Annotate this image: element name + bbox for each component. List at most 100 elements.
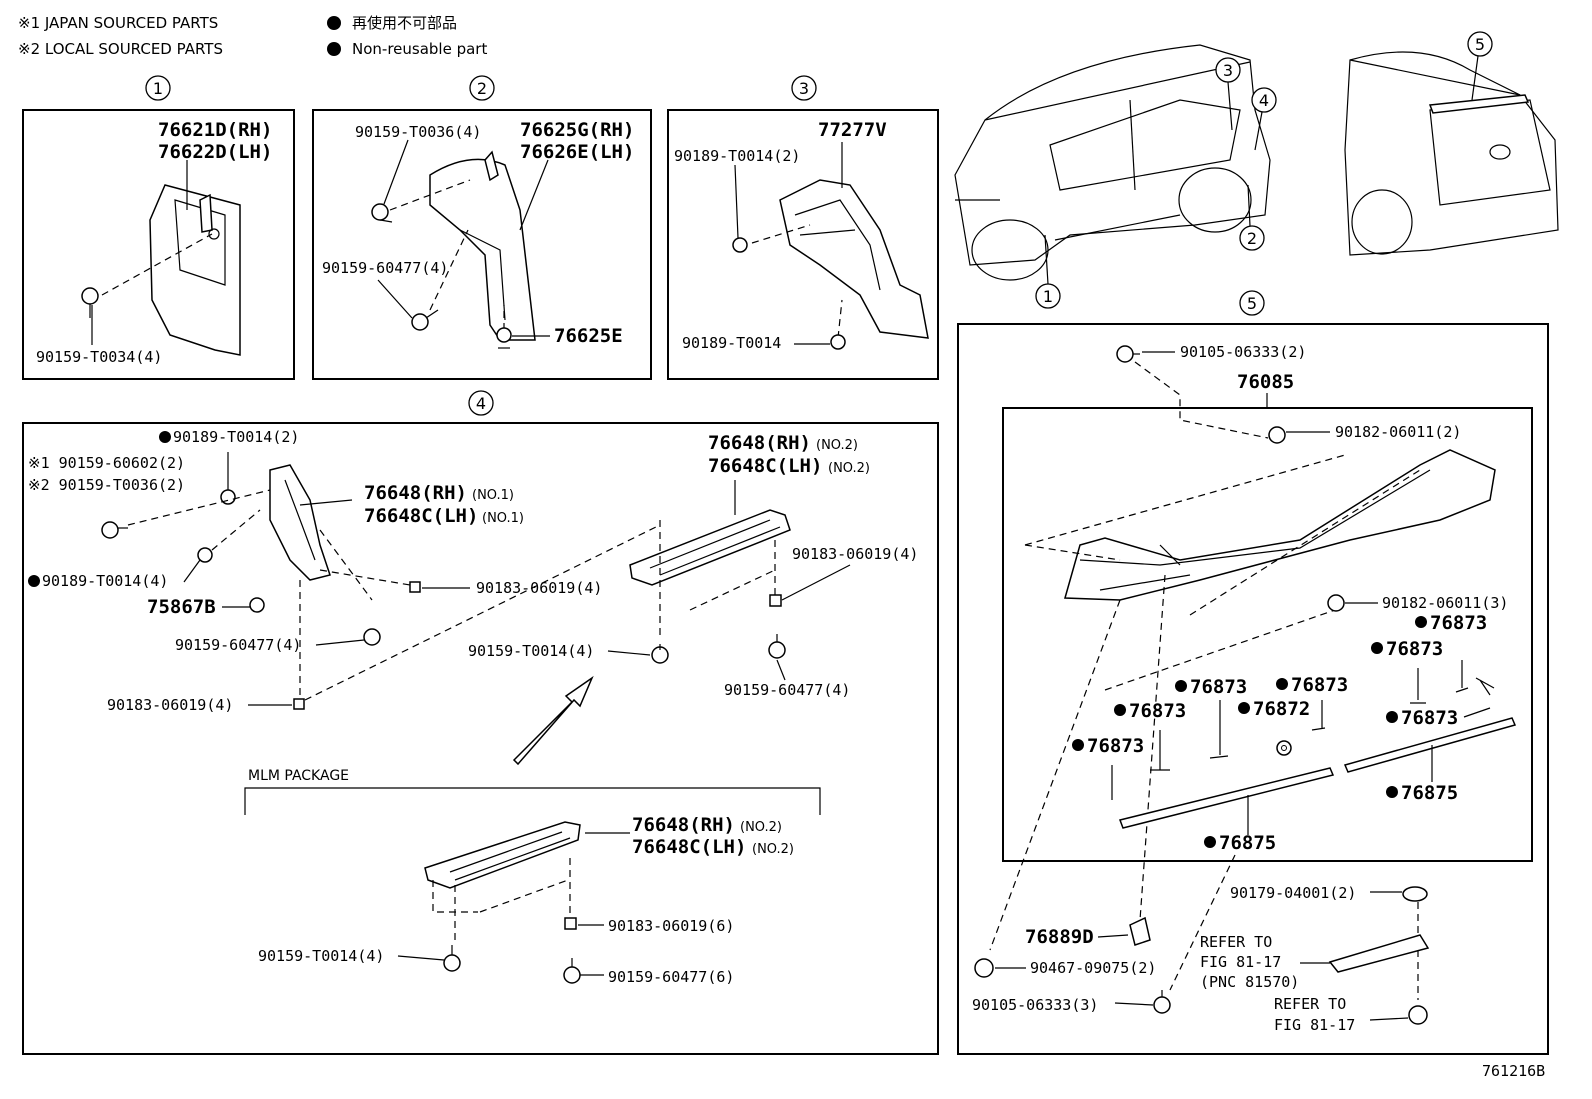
section-4-frame [22, 422, 939, 1055]
nut-icon [564, 917, 577, 930]
assembly-line [319, 529, 373, 601]
assembly-line [101, 233, 213, 296]
vehicle-callout-1: 1 [1035, 234, 1061, 309]
grommet-icon [1268, 426, 1286, 444]
leader-line [1114, 1002, 1154, 1006]
part-number: 76873 [1291, 674, 1348, 696]
assembly-line [689, 569, 776, 611]
non-reusable-dot-icon [159, 431, 171, 443]
leader-line [519, 159, 549, 231]
section-3-frame [667, 109, 939, 380]
vehicle-callout-4: 4 [1251, 87, 1277, 151]
vehicle-rear-illustration [1344, 51, 1559, 256]
part-number: 90159-T0034(4) [36, 348, 162, 366]
part-number: 90467-09075(2) [1030, 959, 1156, 977]
refer-text: REFER TO [1200, 933, 1272, 951]
vehicle-side-illustration [954, 44, 1271, 281]
legend-note-2: ※2 LOCAL SOURCED PARTS [18, 40, 223, 58]
part-number: 90183-06019(4) [476, 579, 602, 597]
svg-text:4: 4 [476, 394, 486, 413]
mudguard-part-2 [429, 150, 536, 341]
svg-text:2: 2 [477, 79, 487, 98]
leader-line [1097, 934, 1129, 938]
assembly-line [1104, 609, 1336, 691]
bolt-icon [363, 628, 381, 646]
leader-line [781, 564, 851, 601]
part-number: 90189-T0014(2) [674, 147, 800, 165]
bolt-icon [1116, 345, 1140, 363]
refer-text: (PNC 81570) [1200, 973, 1299, 991]
clip-icon [732, 237, 748, 253]
fender-liner-part [779, 179, 929, 339]
bolt-icon [1408, 1005, 1428, 1025]
bolt-icon [411, 309, 439, 331]
clip-icon [197, 547, 213, 563]
part-number: 76873 [1401, 707, 1458, 729]
part-number: 76648C(LH) [364, 505, 478, 527]
clip-icon [496, 327, 512, 349]
part-suffix: (NO.2) [752, 842, 794, 857]
part-number: 90159-T0036(4) [355, 123, 481, 141]
mudguard-panel-no2 [629, 509, 791, 586]
washer-icon [1276, 740, 1292, 756]
svg-text:3: 3 [799, 79, 809, 98]
part-number: 76875 [1219, 832, 1276, 854]
section-2-frame [312, 109, 652, 380]
part-number: 90189-T0014(4) [42, 572, 168, 590]
part-number: 76648C(LH) [708, 455, 822, 477]
assembly-line [1024, 544, 1121, 561]
part-number: ※1 90159-60602(2) [28, 454, 185, 472]
part-number: 76873 [1087, 735, 1144, 757]
part-number: 76648(RH) [364, 482, 467, 504]
non-reusable-dot-icon [28, 575, 40, 587]
part-number: 76085 [1237, 371, 1294, 393]
mudguard-bracket-no1 [269, 464, 331, 581]
part-number: 90179-04001(2) [1230, 884, 1356, 902]
part-number: 76873 [1190, 676, 1247, 698]
assembly-line [1024, 454, 1346, 546]
assembly-line [319, 569, 411, 586]
leader-line [315, 639, 365, 646]
part-number: 76872 [1253, 698, 1310, 720]
leader-line [183, 559, 201, 583]
leader-line [1463, 707, 1491, 718]
part-number: 76622D(LH) [158, 141, 272, 163]
part-number: 76648C(LH) [632, 836, 746, 858]
leader-line [734, 164, 739, 239]
leader-line [397, 955, 445, 961]
callout-3: 3 [791, 75, 817, 101]
nut-icon [293, 698, 305, 710]
callout-5: 5 [1239, 290, 1265, 316]
part-number: 90183-06019(4) [792, 545, 918, 563]
clip-icon [1129, 916, 1151, 946]
bolt-icon [371, 203, 393, 223]
nut-icon [769, 594, 782, 607]
vehicle-callout-5: 5 [1467, 31, 1493, 101]
callout-4: 4 [468, 390, 494, 416]
part-number: 76889D [1025, 926, 1094, 948]
part-number: 76873 [1430, 612, 1487, 634]
part-number: 76648(RH) [632, 814, 735, 836]
non-reusable-dot-icon [1386, 711, 1398, 723]
leader-line [377, 279, 413, 319]
svg-text:2: 2 [1247, 229, 1257, 248]
mlm-mudguard-panel [424, 821, 581, 889]
assembly-line [432, 880, 478, 913]
bolt-icon [1153, 990, 1171, 1014]
part-number: 76875 [1401, 782, 1458, 804]
svg-text:4: 4 [1259, 91, 1269, 110]
part-number: 76873 [1386, 638, 1443, 660]
non-reusable-dot-icon [1415, 616, 1427, 628]
non-reusable-dot-icon [1175, 680, 1187, 692]
non-reusable-dot-icon [1204, 836, 1216, 848]
assembly-line [389, 179, 471, 211]
non-reusable-dot-icon [327, 16, 341, 30]
svg-text:1: 1 [1043, 287, 1053, 306]
svg-text:1: 1 [153, 79, 163, 98]
assembly-line [751, 224, 811, 244]
part-number: 90182-06011(3) [1382, 594, 1508, 612]
figure-id: 761216B [1482, 1062, 1545, 1080]
part-number: 90183-06019(4) [107, 696, 233, 714]
